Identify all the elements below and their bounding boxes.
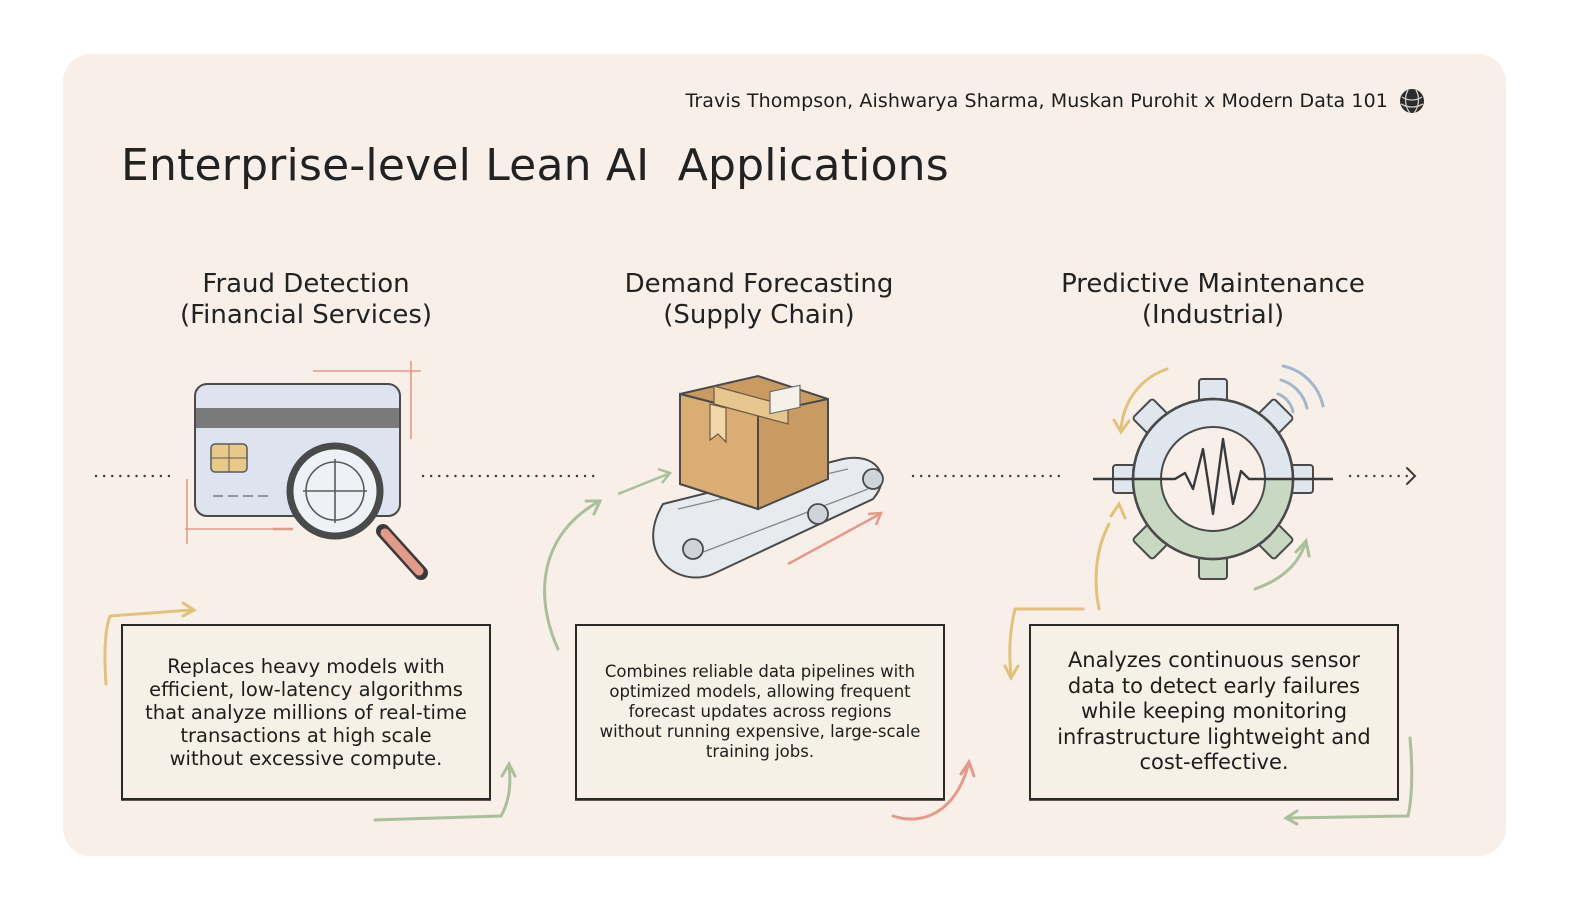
credit-card-magnifier-icon [185,361,428,580]
description-text: Combines reliable data pipelines with op… [599,662,921,761]
credit-text: Travis Thompson, Aishwarya Sharma, Muska… [685,90,1388,112]
page-title: Enterprise-level Lean AI Applications [121,140,949,191]
section-heading-line1: Predictive Maintenance [1061,269,1365,299]
section-heading-line2: (Supply Chain) [663,300,855,330]
box-conveyor-icon [618,374,884,579]
description-box-demand-forecasting: Combines reliable data pipelines with op… [575,624,945,800]
section-heading-line2: (Industrial) [1141,300,1285,330]
section-heading-line1: Fraud Detection [202,269,410,299]
section-heading-line2: (Financial Services) [179,300,433,330]
section-heading-demand-forecasting: Demand Forecasting (Supply Chain) [579,269,939,331]
section-heading-fraud-detection: Fraud Detection (Financial Services) [126,269,486,331]
section-heading-predictive-maintenance: Predictive Maintenance (Industrial) [1033,269,1393,331]
description-text: Replaces heavy models with efficient, lo… [145,654,467,770]
description-box-predictive-maintenance: Analyzes continuous sensor data to detec… [1029,624,1399,800]
description-box-fraud-detection: Replaces heavy models with efficient, lo… [121,624,491,800]
credit-line: Travis Thompson, Aishwarya Sharma, Muska… [685,87,1426,115]
description-text: Analyzes continuous sensor data to detec… [1057,648,1371,775]
gear-waveform-icon [1093,364,1333,591]
infographic-card: Travis Thompson, Aishwarya Sharma, Muska… [63,54,1506,856]
globe-logo-icon [1400,89,1424,114]
section-heading-line1: Demand Forecasting [624,269,894,299]
